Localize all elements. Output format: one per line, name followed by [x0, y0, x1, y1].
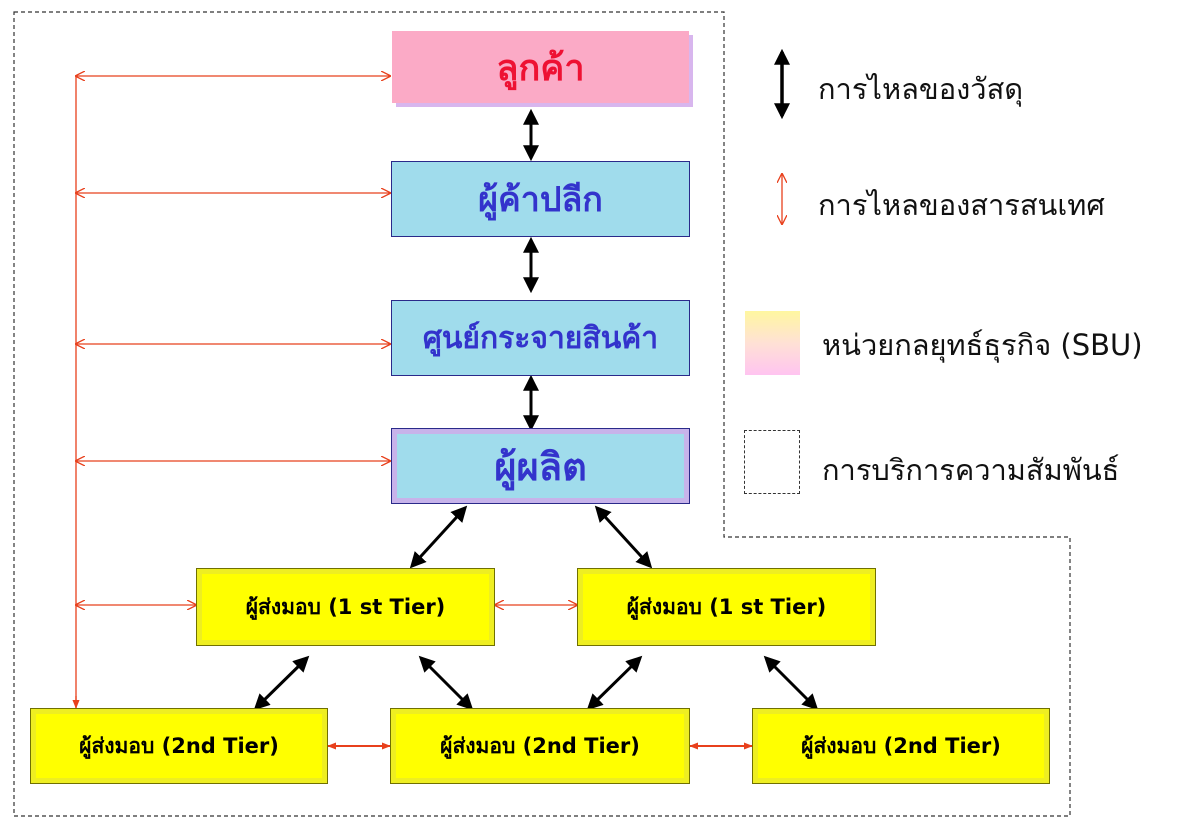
node-supplier-tier2-label: ผู้ส่งมอบ (2nd Tier): [79, 733, 279, 758]
gradient-swatch-icon: [745, 311, 800, 375]
relationship-boundary: [13, 11, 1071, 817]
node-retailer-label: ผู้ค้าปลีก: [478, 180, 603, 220]
legend-sbu-label: หน่วยกลยุทธ์ธุรกิจ (SBU): [822, 328, 1143, 362]
node-customer-label: ลูกค้า: [496, 47, 585, 89]
legend-information-flow-label: การไหลของสารสนเทศ: [818, 188, 1105, 222]
node-supplier-tier1: ผู้ส่งมอบ (1 st Tier): [196, 568, 495, 646]
node-supplier-tier2: ผู้ส่งมอบ (2nd Tier): [30, 708, 328, 784]
node-supplier-tier2-label: ผู้ส่งมอบ (2nd Tier): [440, 733, 640, 758]
material-arrow-tier1a-tier2a: [253, 655, 310, 711]
node-supplier-tier1: ผู้ส่งมอบ (1 st Tier): [577, 568, 876, 646]
material-arrow-manufacturer-tier1-right: [594, 505, 653, 569]
legend-relationship-service-label: การบริการความสัมพันธ์: [822, 453, 1120, 487]
node-customer: ลูกค้า: [392, 31, 689, 103]
node-manufacturer: ผู้ผลิต: [391, 428, 690, 504]
node-supplier-tier2-label: ผู้ส่งมอบ (2nd Tier): [801, 733, 1001, 758]
legend-material-flow-label: การไหลของวัสดุ: [818, 72, 1024, 106]
node-distribution-center-label: ศูนย์กระจายสินค้า: [422, 320, 659, 356]
material-arrow-tier1b-tier2b: [586, 655, 643, 711]
node-supplier-tier1-label: ผู้ส่งมอบ (1 st Tier): [245, 594, 446, 619]
node-supplier-tier2: ผู้ส่งมอบ (2nd Tier): [752, 708, 1050, 784]
material-arrow-manufacturer-tier1-left: [409, 505, 468, 569]
dashed-box-icon: [744, 430, 800, 494]
node-retailer: ผู้ค้าปลีก: [391, 161, 690, 237]
node-manufacturer-label: ผู้ผลิต: [494, 444, 587, 489]
node-distribution-center: ศูนย์กระจายสินค้า: [391, 300, 690, 376]
material-arrow-tier1a-tier2b: [418, 655, 474, 711]
node-supplier-tier2: ผู้ส่งมอบ (2nd Tier): [390, 708, 690, 784]
material-arrow-tier1b-tier2c: [763, 655, 819, 711]
node-supplier-tier1-label: ผู้ส่งมอบ (1 st Tier): [626, 594, 827, 619]
